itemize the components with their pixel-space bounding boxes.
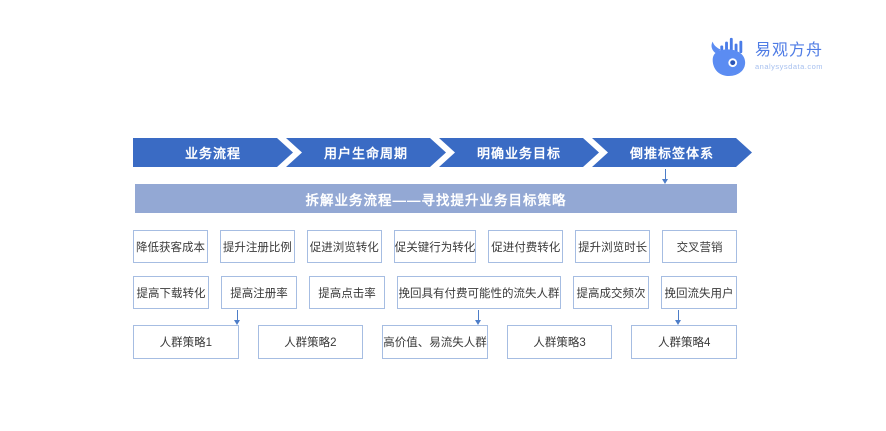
audience-box: 人群策略4	[631, 325, 737, 359]
audience-box: 人群策略3	[506, 325, 613, 359]
audience-box: 人群策略2	[257, 325, 364, 359]
strategy-box: 挽回具有付费可能性的流失人群	[397, 276, 561, 309]
whale-icon	[711, 37, 746, 77]
strategy-row-1: 降低获客成本 提升注册比例 促进浏览转化 促关键行为转化 促进付费转化 提升浏览…	[133, 230, 738, 263]
flow-step-business-goal: 明确业务目标	[439, 138, 599, 167]
strategy-box: 提高下载转化	[133, 276, 209, 309]
arrow-down-icon	[662, 179, 668, 184]
flow-step-tag-system: 倒推标签体系	[592, 138, 752, 167]
audience-box: 高价值、易流失人群	[382, 325, 488, 359]
strategy-box: 促进浏览转化	[306, 230, 382, 263]
strategy-row-2: 提高下载转化 提高注册率 提高点击率 挽回具有付费可能性的流失人群 提高成交频次…	[133, 276, 737, 309]
strategy-box: 促进付费转化	[488, 230, 564, 263]
strategy-box: 提高点击率	[309, 276, 385, 309]
strategy-box: 促关键行为转化	[393, 230, 477, 263]
banner-title: 拆解业务流程——寻找提升业务目标策略	[135, 184, 737, 213]
strategy-box: 降低获客成本	[133, 230, 208, 263]
connector-line	[678, 310, 679, 320]
connector-line	[665, 169, 666, 179]
audience-row: 人群策略1 人群策略2 高价值、易流失人群 人群策略3 人群策略4	[133, 325, 737, 359]
flow-step-label: 倒推标签体系	[629, 146, 714, 161]
strategy-box: 提升注册比例	[219, 230, 295, 263]
flow-step-user-lifecycle: 用户生命周期	[286, 138, 446, 167]
flow-step-label: 业务流程	[184, 146, 241, 161]
flow-step-label: 明确业务目标	[476, 146, 561, 161]
arrow-down-icon	[234, 320, 240, 325]
strategy-box: 提高注册率	[221, 276, 297, 309]
audience-box: 人群策略1	[133, 325, 239, 359]
connector-line	[237, 310, 238, 320]
arrow-down-icon	[475, 320, 481, 325]
flow-step-label: 用户生命周期	[323, 146, 408, 161]
analysys-logo: 易观方舟 analysysdata.com	[706, 33, 823, 79]
brand-domain: analysysdata.com	[755, 61, 824, 71]
strategy-box: 提高成交频次	[573, 276, 649, 309]
flow-step-business-process: 业务流程	[133, 138, 293, 167]
connector-line	[478, 310, 479, 320]
brand-name: 易观方舟	[755, 41, 824, 59]
strategy-box: 提升浏览时长	[575, 230, 651, 263]
strategy-box: 挽回流失用户	[661, 276, 737, 309]
strategy-box: 交叉营销	[662, 230, 738, 263]
arrow-down-icon	[675, 320, 681, 325]
